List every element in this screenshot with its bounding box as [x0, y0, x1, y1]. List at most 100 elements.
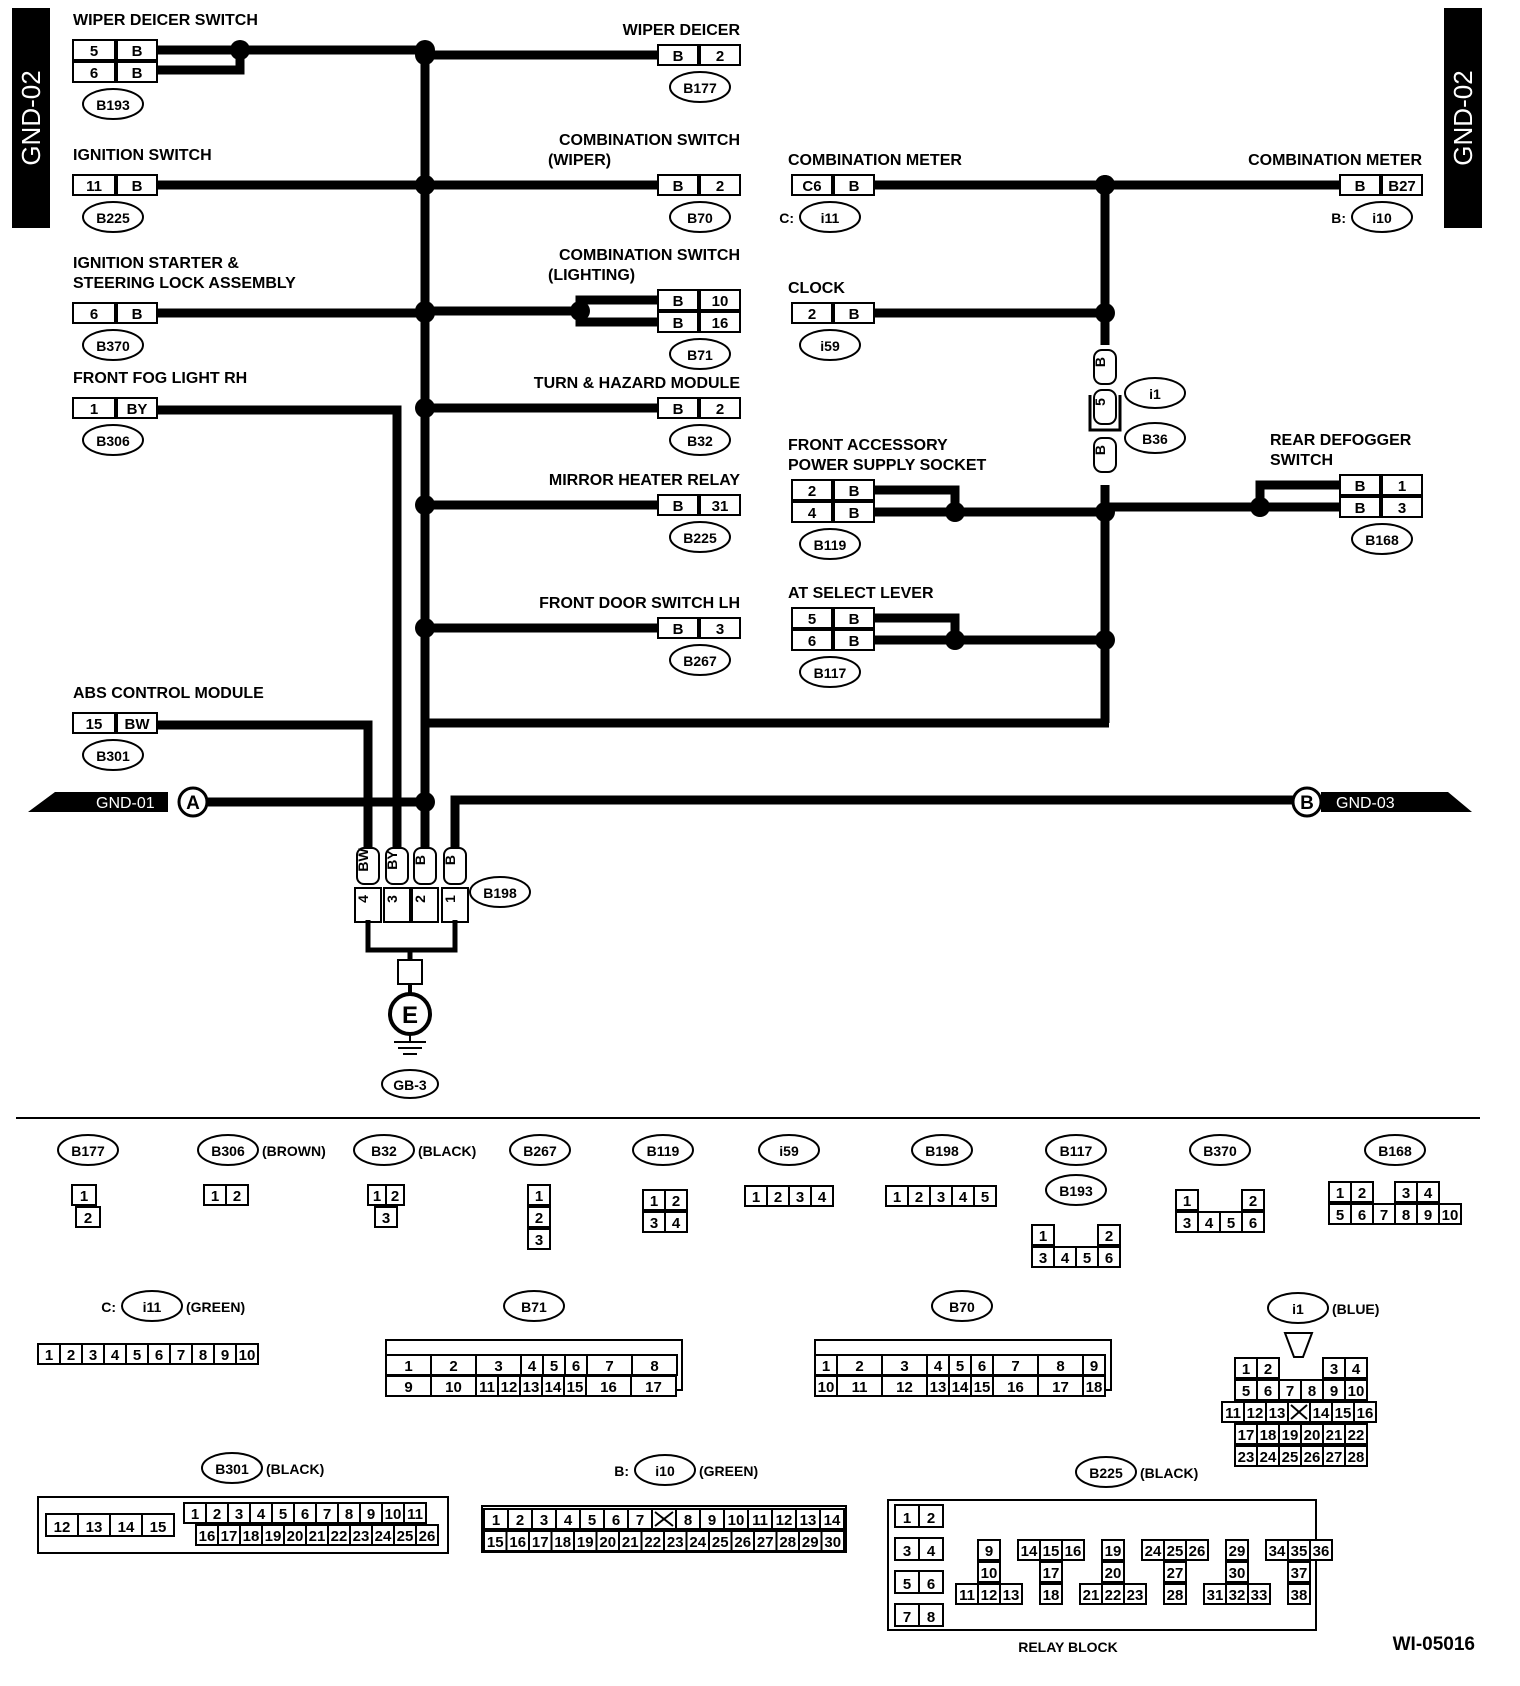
legend-cell: 9	[359, 1502, 383, 1524]
pin-color: B	[657, 311, 699, 333]
ground-connector-pin-label: 1	[442, 895, 458, 903]
legend-cell-label: 17	[1052, 1379, 1069, 1396]
pin-color-label: B	[673, 178, 684, 195]
legend-cell-label: 16	[1007, 1379, 1024, 1396]
junction-dot	[415, 398, 435, 418]
legend-cell: 2	[430, 1354, 477, 1376]
legend-cell-label: 1	[191, 1506, 199, 1523]
legend-cell: 5	[894, 1570, 920, 1594]
legend-cell: 24	[1141, 1539, 1165, 1561]
legend-cell-label: 19	[265, 1528, 282, 1545]
pin-number-label: 2	[808, 306, 816, 323]
legend-cell-label: 25	[1167, 1543, 1184, 1560]
legend-cell: 18	[1039, 1583, 1063, 1605]
connector-tag-label: B32	[687, 433, 713, 449]
legend-cell-label: 8	[1308, 1383, 1316, 1400]
legend-cell: 4	[810, 1185, 834, 1207]
legend-cell-label: 28	[779, 1534, 796, 1551]
legend-tag: B193	[1045, 1174, 1107, 1206]
legend-cell-label: 17	[1043, 1565, 1060, 1582]
legend-cell-label: 24	[1145, 1543, 1162, 1560]
pin-color: B	[657, 617, 699, 639]
inline-pin	[1093, 437, 1117, 473]
pin-color-label: B	[849, 178, 860, 195]
legend-cell-label: 25	[397, 1528, 414, 1545]
pin-number: 1	[72, 397, 116, 419]
legend-cell: 9	[1082, 1354, 1106, 1376]
legend-cell-label: 5	[1083, 1250, 1091, 1267]
legend-cell-label: 5	[903, 1576, 911, 1593]
pin-color: BY	[116, 397, 158, 419]
legend-cell: 16	[992, 1375, 1039, 1397]
pin-number-label: 5	[808, 611, 816, 628]
legend-cell: 5	[579, 1508, 605, 1530]
component-name-line2: STEERING LOCK ASSEMBLY	[73, 275, 296, 292]
legend-cell-label: 3	[903, 1543, 911, 1560]
legend-cell-label: 20	[1304, 1427, 1321, 1444]
legend-note: (BLACK)	[266, 1461, 324, 1477]
pin-number-label: 3	[716, 621, 724, 638]
legend-cell-label: 9	[221, 1347, 229, 1364]
legend-cell: 13	[926, 1375, 950, 1397]
pin-number: 3	[1381, 496, 1423, 518]
legend-cell-label: 11	[479, 1379, 495, 1396]
connector-tag: B301	[82, 739, 144, 771]
legend-cell-label: 5	[1227, 1215, 1235, 1232]
component-name: FRONT FOG LIGHT RH	[73, 370, 247, 387]
legend-tag-label: B370	[1203, 1143, 1237, 1159]
connector-tag-label: i11	[821, 210, 840, 226]
legend-cell: 3	[227, 1502, 251, 1524]
connector-tag-label: B225	[96, 210, 130, 226]
connector-tag: B119	[799, 528, 861, 560]
junction-dot	[415, 792, 435, 812]
legend-cell: 1	[1234, 1357, 1258, 1379]
pin-color-label: B	[132, 43, 143, 60]
figure-id: WI-05016	[1393, 1634, 1475, 1655]
component-name: CLOCK	[788, 280, 845, 297]
pin-number: 16	[699, 311, 741, 333]
legend-cell-label: 15	[150, 1519, 167, 1536]
legend-cell: 4	[249, 1502, 273, 1524]
legend-cell-label: 5	[550, 1358, 558, 1375]
legend-tag: B370	[1189, 1134, 1251, 1166]
pin-number: 4	[791, 501, 833, 523]
legend-tag: B177	[57, 1134, 119, 1166]
legend-cell-label: 10	[981, 1565, 998, 1582]
pin-color-label: B	[849, 633, 860, 650]
legend-cell: 14	[1017, 1539, 1041, 1561]
ground-point-id: GB-3	[393, 1077, 427, 1093]
legend-cell: 9	[977, 1539, 1001, 1561]
inline-pin	[1093, 389, 1117, 425]
legend-cell-label: 10	[239, 1347, 256, 1364]
legend-cell: 18	[1082, 1375, 1106, 1397]
legend-cell: 17	[528, 1530, 553, 1552]
legend-cell: 10	[381, 1502, 405, 1524]
legend-cell-label: 3	[937, 1189, 945, 1206]
legend-cell-label: 13	[523, 1379, 540, 1396]
right-gnd-tab: GND-02	[1444, 8, 1482, 228]
legend-note: (BLACK)	[418, 1143, 476, 1159]
legend-tag: B119	[632, 1134, 694, 1166]
legend-cell-label: 1	[1183, 1193, 1191, 1210]
legend-cell-label: 2	[1264, 1361, 1272, 1378]
pin-number-label: 4	[808, 505, 817, 522]
legend-cell: 9	[1416, 1203, 1440, 1225]
legend-cell-label: 3	[796, 1189, 804, 1206]
legend-cell-label: 34	[1269, 1543, 1286, 1560]
pin-number-label: 16	[712, 315, 729, 332]
legend-cell-label: 26	[1304, 1449, 1321, 1466]
pin-number-label: 2	[716, 178, 724, 195]
legend-cell: 20	[283, 1524, 307, 1546]
legend-cell: 20	[1300, 1423, 1324, 1445]
legend-cell-label: 2	[84, 1210, 92, 1227]
legend-cell: 15	[970, 1375, 994, 1397]
legend-cell: 26	[415, 1524, 439, 1546]
